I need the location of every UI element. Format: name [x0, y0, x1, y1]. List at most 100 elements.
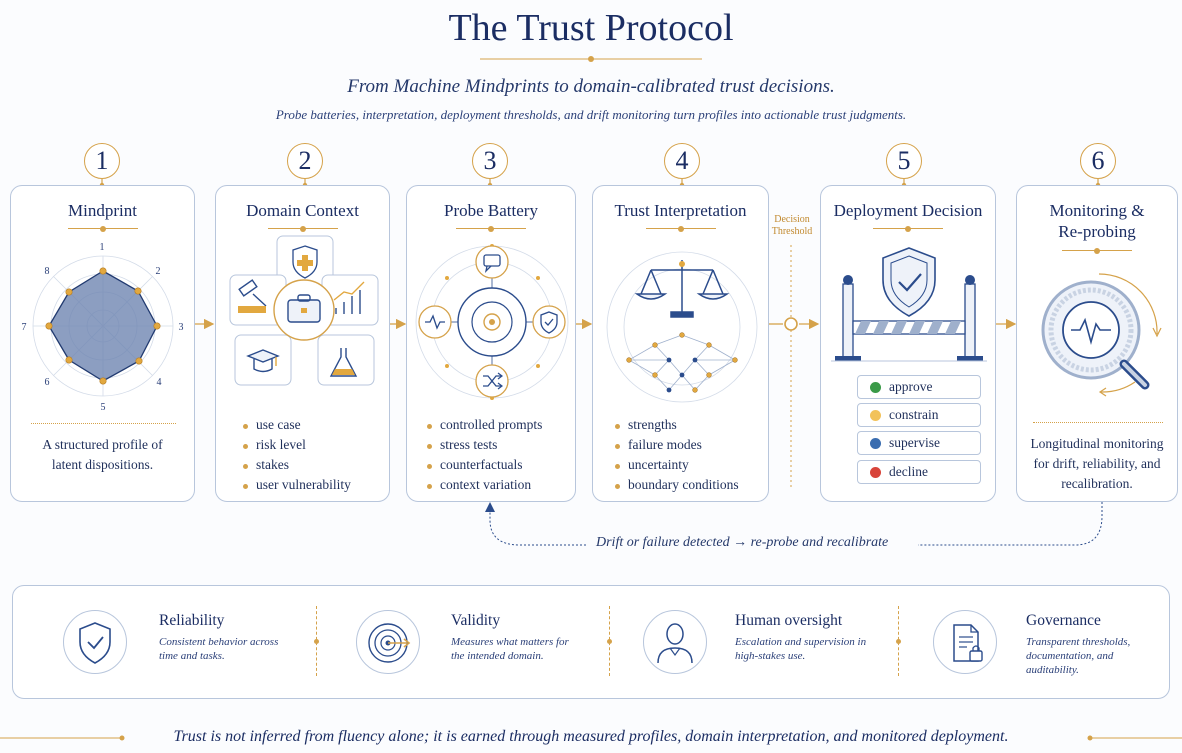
decision-supervise: supervise: [857, 431, 981, 455]
list-item: stakes: [241, 455, 351, 475]
step-1-description: A structured profile of latent dispositi…: [42, 437, 163, 472]
radar-label-1: 1: [100, 242, 105, 253]
radar-label-3: 3: [179, 322, 184, 333]
shield-check-icon: [532, 305, 566, 339]
growth-chart-icon: [333, 281, 365, 314]
list-item: failure modes: [613, 435, 739, 455]
principle-governance-title: Governance: [1026, 612, 1101, 629]
magnifier-illustration: [1041, 273, 1162, 397]
principle-human-oversight-title: Human oversight: [735, 612, 843, 629]
decision-approve: approve: [857, 375, 981, 399]
decline-indicator-icon: [870, 467, 881, 478]
step-monitoring-card: Monitoring & Re-probing Longitudinal mon…: [1016, 185, 1178, 502]
person-icon: [657, 623, 693, 664]
human-oversight-icon-wrap: [643, 610, 707, 674]
step-2-bullets: use case risk level stakes user vulnerab…: [241, 415, 351, 495]
step-5-title: Deployment Decision: [833, 201, 983, 220]
footer-statement: Trust is not inferred from fluency alone…: [173, 728, 1009, 745]
radar-label-6: 6: [45, 377, 50, 388]
threshold-line-1: Decision: [774, 214, 810, 225]
step-1-divider: [31, 423, 176, 424]
decision-label: decline: [889, 464, 928, 479]
probe-target-diagram: [415, 244, 569, 400]
step-6-title-line-2: Re-probing: [1058, 222, 1136, 241]
step-2-number: 2: [287, 143, 323, 179]
flask-icon: [329, 348, 358, 377]
principle-human-oversight-desc: Escalation and supervision in high-stake…: [735, 636, 867, 662]
step-6-description: Longitudinal monitoring for drift, relia…: [1030, 436, 1164, 491]
step-2-title: Domain Context: [246, 201, 359, 220]
principle-validity-title: Validity: [451, 612, 501, 629]
chat-bubble-icon: [475, 245, 509, 279]
principle-reliability-desc: Consistent behavior across time and task…: [159, 636, 279, 662]
title-divider: [480, 56, 702, 62]
step-4-number: 4: [664, 143, 700, 179]
network-graph-icon: [626, 332, 738, 393]
barrier-gate-illustration: [831, 247, 987, 362]
radar-label-5: 5: [101, 402, 106, 413]
list-item: counterfactuals: [425, 455, 542, 475]
governance-icon-wrap: [933, 610, 997, 674]
step-6-number: 6: [1080, 143, 1116, 179]
page-tagline: Probe batteries, interpretation, deploym…: [275, 107, 907, 122]
constrain-indicator-icon: [870, 410, 881, 421]
threshold-line-2: Threshold: [771, 226, 813, 237]
principle-divider-dot: [896, 639, 901, 644]
radar-label-8: 8: [45, 266, 50, 277]
gavel-icon: [238, 279, 267, 313]
pulse-icon: [418, 305, 452, 339]
step-1-rule: [67, 225, 138, 232]
shield-check-icon: [79, 622, 111, 664]
principles-panel: Reliability Consistent behavior across t…: [12, 585, 1170, 699]
graduation-cap-icon: [246, 349, 280, 373]
barrier-gate-icon: [831, 275, 987, 362]
list-item: stress tests: [425, 435, 542, 455]
step-probe-battery-card: Probe Battery: [406, 185, 576, 502]
validity-icon-wrap: [356, 610, 420, 674]
list-item: risk level: [241, 435, 351, 455]
list-item: controlled prompts: [425, 415, 542, 435]
step-3-title: Probe Battery: [444, 201, 538, 220]
document-lock-icon: [953, 624, 983, 662]
briefcase-icon: [287, 294, 321, 323]
decision-label: constrain: [889, 407, 939, 422]
step-1-title: Mindprint: [68, 201, 137, 220]
list-item: context variation: [425, 475, 542, 495]
approve-indicator-icon: [870, 382, 881, 393]
step-domain-context-card: Domain Context: [215, 185, 390, 502]
step-6-title: Monitoring & Re-probing: [1017, 200, 1177, 242]
radar-label-4: 4: [157, 377, 162, 388]
list-item: user vulnerability: [241, 475, 351, 495]
list-item: use case: [241, 415, 351, 435]
medical-shield-icon: [292, 245, 318, 279]
step-3-rule: [456, 225, 526, 232]
principle-reliability-title: Reliability: [159, 612, 225, 629]
step-3-bullets: controlled prompts stress tests counterf…: [425, 415, 542, 495]
feedback-loop-label: Drift or failure detected → re-probe and…: [596, 535, 889, 550]
decision-threshold-label: Decision Threshold: [760, 214, 824, 238]
step-5-number: 5: [886, 143, 922, 179]
step-3-number: 3: [472, 143, 508, 179]
principle-divider-dot: [607, 639, 612, 644]
decision-decline: decline: [857, 460, 981, 484]
footer-rules: [0, 735, 1182, 741]
reliability-icon-wrap: [63, 610, 127, 674]
target-icon: [368, 623, 411, 663]
step-5-rule: [873, 225, 943, 232]
domain-icons: [229, 235, 379, 386]
radar-chart: 1 2 3 4 5 6 7 8: [22, 242, 184, 413]
decision-label: supervise: [889, 435, 940, 450]
scales-network-diagram: [606, 251, 758, 403]
decision-constrain: constrain: [857, 403, 981, 427]
step-1-number: 1: [84, 143, 120, 179]
list-item: strengths: [613, 415, 739, 435]
radar-label-2: 2: [156, 266, 161, 277]
principle-divider-dot: [314, 639, 319, 644]
radar-label-7: 7: [22, 322, 27, 333]
shield-check-icon: [882, 247, 936, 317]
page-subtitle: From Machine Mindprints to domain-calibr…: [347, 76, 835, 97]
step-mindprint-card: Mindprint 1 2 3 4 5 6 7 8 A struc: [10, 185, 195, 502]
step-6-title-line-1: Monitoring &: [1049, 201, 1145, 220]
supervise-indicator-icon: [870, 438, 881, 449]
principle-governance-desc: Transparent thresholds, documentation, a…: [1026, 636, 1131, 676]
